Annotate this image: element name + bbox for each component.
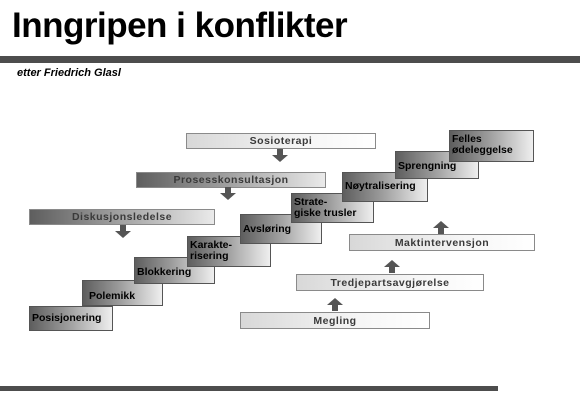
intervention-label-prosesskonsultasjon: Prosesskonsultasjon (173, 174, 289, 186)
title-divider (0, 56, 580, 63)
footer-divider (0, 386, 498, 391)
step-label-posisjonering: Posisjonering (32, 312, 102, 324)
arrow-down-icon (115, 225, 131, 238)
step-posisjonering (29, 306, 113, 331)
step-label-noytralisering: Nøytralisering (345, 180, 416, 192)
intervention-label-maktintervensjon: Maktintervensjon (394, 236, 490, 249)
step-label-blokkering: Blokkering (137, 266, 192, 278)
step-polemikk (82, 280, 163, 306)
intervention-prosesskonsultasjon: Prosesskonsultasjon (136, 172, 326, 188)
intervention-label-tredjepartsavgjorelse: Tredjepartsavgjørelse (330, 276, 450, 289)
arrow-up-icon (384, 260, 400, 273)
arrow-up-icon (327, 298, 343, 311)
step-label-karakterisering: Karakte- risering (190, 239, 233, 262)
step-label-avsloring: Avsløring (243, 223, 292, 235)
step-felles-odeleggelse (449, 130, 534, 162)
arrow-down-icon (220, 187, 236, 200)
page-subtitle: etter Friedrich Glasl (17, 67, 121, 79)
intervention-sosioterapi: Sosioterapi (186, 133, 376, 149)
intervention-label-diskusjonsledelse: Diskusjonsledelse (71, 211, 173, 223)
page-title: Inngripen i konflikter (12, 6, 348, 45)
intervention-maktintervensjon: Maktintervensjon (349, 234, 535, 251)
step-label-polemikk: Polemikk (89, 290, 136, 302)
intervention-megling: Megling (240, 312, 430, 329)
step-label-sprengning: Sprengning (398, 160, 457, 172)
step-label-strategiske-trusler: Strate- giske trusler (294, 196, 357, 219)
arrow-down-icon (272, 149, 288, 162)
intervention-diskusjonsledelse: Diskusjonsledelse (29, 209, 215, 225)
intervention-tredjepartsavgjorelse: Tredjepartsavgjørelse (296, 274, 484, 291)
intervention-label-sosioterapi: Sosioterapi (249, 135, 313, 147)
arrow-up-icon (433, 221, 449, 234)
intervention-label-megling: Megling (313, 314, 357, 327)
step-label-felles-odeleggelse: Felles ødeleggelse (452, 133, 513, 156)
step-karakterisering (187, 236, 271, 267)
